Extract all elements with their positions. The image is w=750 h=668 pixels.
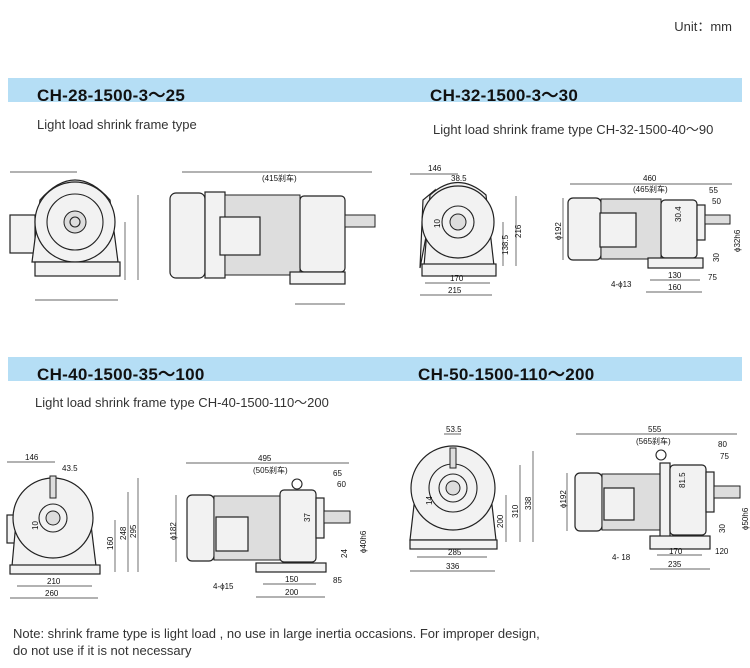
dim-ch32-c38-5: 38.5 [451,174,467,183]
dim-ch50-k14: 14 [425,496,434,505]
dim-ch32-s50: 50 [712,197,721,206]
model-title-ch50: CH-50-1500-110～200 [418,365,595,384]
dim-ch50-s75: 75 [720,452,729,461]
dim-ch40-len495: 495 [258,454,272,463]
dim-ch50-h338: 338 [524,496,533,510]
dim-ch32-w146: 146 [428,164,442,173]
drawing-ch28-front [9,171,139,301]
drawing-ch50-front: 53.5 14 200 310 338 285 336 [409,425,534,572]
model-subtitle-ch28: Light load shrink frame type [37,117,197,132]
dim-ch50-b285: 285 [448,548,462,557]
drawing-ch32-front: 146 38.5 216 138.5 10 170 215 [410,164,523,296]
dim-ch50-f120: 120 [715,547,729,556]
footnote-line-1: Note: shrink frame type is light load , … [13,626,540,641]
dim-ch32-holes: 4-ϕ13 [611,280,632,289]
dim-ch40-b210: 210 [47,577,61,586]
dim-ch40-s65: 65 [333,469,342,478]
model-title-ch28: CH-28-1500-3～25 [37,86,186,105]
dim-ch32-shaft: ϕ32h6 [733,229,742,252]
dim-ch32-brake-length: (465刹车) [633,184,668,194]
dim-ch32-b130: 130 [668,271,682,280]
model-header-band-1: CH-28-1500-3～25 CH-32-1500-3～30 [8,78,742,105]
dim-ch50-h310: 310 [511,504,520,518]
model-subtitle-ch32: Light load shrink frame type CH-32-1500-… [433,122,714,137]
dim-ch50-holes: 4- 18 [612,553,631,562]
model-subtitle-ch40: Light load shrink frame type CH-40-1500-… [35,395,329,410]
dim-ch40-b260: 260 [45,589,59,598]
dim-ch50-d192: ϕ192 [559,490,568,508]
dim-ch32-o30-4: 30.4 [674,206,683,222]
dim-ch32-b215: 215 [448,286,462,295]
dim-ch50-shaft: ϕ50h6 [741,507,750,530]
dim-ch32-s55: 55 [709,186,718,195]
drawing-ch40-front: 146 43.5 10 160 248 295 210 260 [6,453,139,599]
dim-ch32-k10: 10 [433,219,442,228]
footnote-line-2: do not use if it is not necessary [13,643,192,658]
drawing-ch28-side: (415刹车) [169,171,376,305]
dim-ch50-b336: 336 [446,562,460,571]
dim-ch50-len555: 555 [648,425,662,434]
footnote: Note: shrink frame type is light load , … [13,625,540,659]
drawing-ch32-side: 460 (465刹车) ϕ192 30.4 55 50 ϕ32h6 30 75 … [554,174,742,293]
dim-ch50-f30: 30 [718,524,727,533]
dim-ch32-d192: ϕ192 [554,222,563,240]
dim-ch40-brake-length: (505刹车) [253,465,288,475]
dim-ch32-b170: 170 [450,274,464,283]
dim-ch40-h248: 248 [119,526,128,540]
dim-ch40-b150: 150 [285,575,299,584]
dim-ch50-o81-5: 81.5 [678,472,687,488]
dim-ch40-shaft: ϕ40h6 [359,530,368,553]
dim-ch40-holes: 4-ϕ15 [213,582,234,591]
dim-ch40-s60: 60 [337,480,346,489]
dim-ch40-k10: 10 [31,521,40,530]
dim-ch50-c53-5: 53.5 [446,425,462,434]
dim-ch28-brake-length: (415刹车) [262,173,297,183]
dim-ch50-b235: 235 [668,560,682,569]
dim-ch40-o37: 37 [303,513,312,522]
unit-label: Unit：mm [674,19,732,34]
dim-ch32-len460: 460 [643,174,657,183]
dim-ch32-b160: 160 [668,283,682,292]
dim-ch50-b170: 170 [669,547,683,556]
drawing-ch50-side: 555 (565刹车) 80 75 ϕ192 81.5 ϕ50h6 30 120… [559,425,750,570]
dim-ch32-h216: 216 [514,224,523,238]
dim-ch40-b200: 200 [285,588,299,597]
dim-ch40-d182: ϕ182 [169,522,178,540]
dim-ch50-s80: 80 [718,440,727,449]
dim-ch40-h160: 160 [106,536,115,550]
drawing-ch40-side: 495 (505刹车) 65 60 ϕ182 37 ϕ40h6 24 4-ϕ15… [169,454,368,598]
dim-ch40-f24: 24 [340,549,349,558]
model-title-ch32: CH-32-1500-3～30 [430,86,579,105]
model-header-band-2: CH-40-1500-35～100 CH-50-1500-110～200 [8,357,742,384]
dim-ch50-h200: 200 [496,514,505,528]
dim-ch50-brake-length: (565刹车) [636,436,671,446]
dim-ch40-f85: 85 [333,576,342,585]
dim-ch40-c43-5: 43.5 [62,464,78,473]
dim-ch32-f75: 75 [708,273,717,282]
dim-ch32-h138-5: 138.5 [501,234,510,255]
dim-ch32-f30: 30 [712,253,721,262]
dim-ch40-h295: 295 [129,524,138,538]
model-title-ch40: CH-40-1500-35～100 [37,365,205,384]
dim-ch40-w146: 146 [25,453,39,462]
